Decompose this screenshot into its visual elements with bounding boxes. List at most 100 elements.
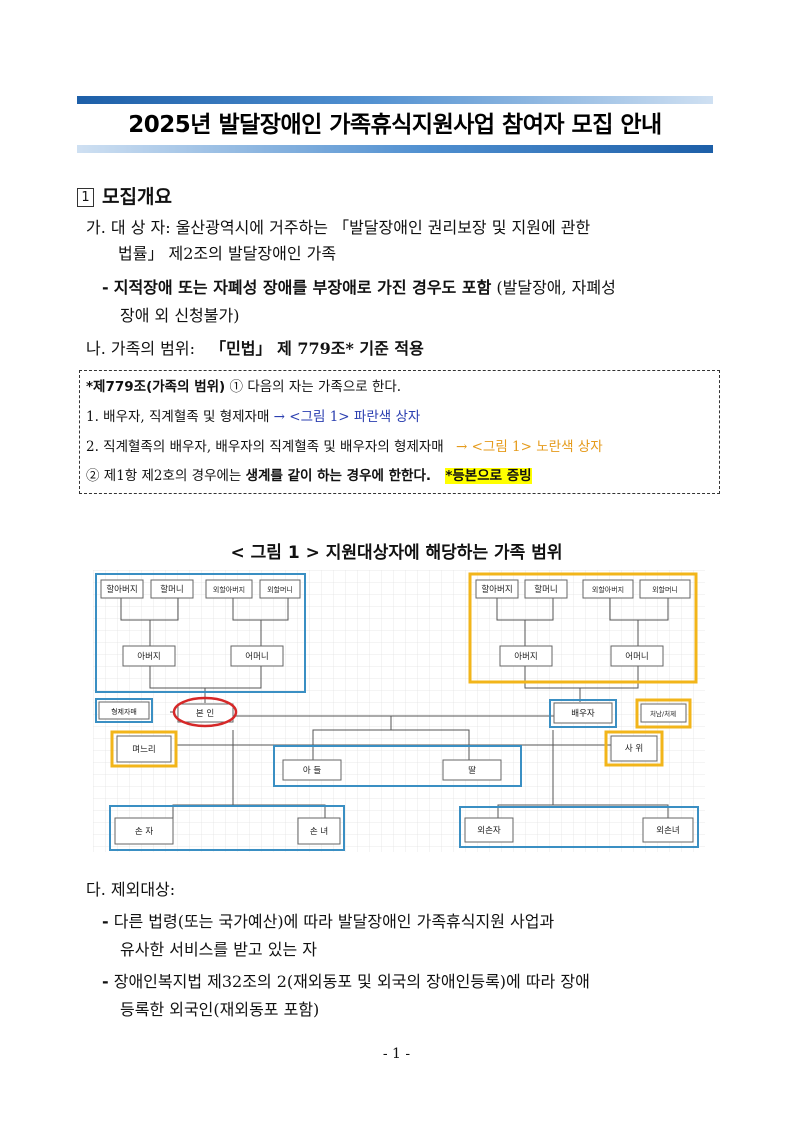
label-self: 본 인 — [196, 708, 214, 719]
label-daughter: 딸 — [468, 765, 476, 776]
item-ga-sub-line2: 장애 외 신청불가) — [120, 306, 240, 325]
yellow-group-spouse-parents — [468, 572, 698, 684]
family-tree-diagram: 할아버지 할머니 외할아버지 외할머니 아버지 어머니 할아버지 할머니 외할아… — [93, 570, 705, 852]
item-ga-sub-bold: 지적장애 또는 자폐성 장애를 부장애로 가진 경우도 포함 — [113, 278, 492, 297]
box-mat-grandfather — [205, 579, 253, 599]
box-son-in-law — [610, 735, 658, 762]
section-number: 1 — [77, 188, 94, 207]
yellow-groups — [110, 572, 698, 768]
member-labels: 할아버지 할머니 외할아버지 외할머니 아버지 어머니 할아버지 할머니 외할아… — [106, 584, 679, 837]
dash: - — [102, 278, 109, 297]
label-ext-grandson: 외손자 — [477, 825, 501, 836]
box-daughter-in-law — [116, 735, 172, 763]
blue-group-ext-grandchildren — [459, 806, 699, 848]
note-line4-highlight: *등본으로 증빙 — [445, 468, 532, 484]
note-line3-text: 2. 직계혈족의 배우자, 배우자의 직계혈족 및 배우자의 형제자매 — [86, 439, 449, 455]
box-spouse-mother — [610, 645, 664, 667]
note-line2-blue: → <그림 1> 파란색 상자 — [273, 409, 421, 425]
note-line1: *제779조(가족의 범위) ① 다음의 자는 가족으로 한다. — [86, 377, 401, 397]
label-daughter-in-law: 며느리 — [132, 744, 155, 755]
figure-title: < 그림 1 > 지원대상자에 해당하는 가족 범위 — [230, 543, 563, 563]
item-ga-line2: 법률」 제2조의 발달장애인 가족 — [118, 244, 337, 263]
item-na: 나. 가족의 범위: 「민법」 제 779조* 기준 적용 — [86, 337, 424, 361]
note-line2: 1. 배우자, 직계혈족 및 형제자매 → <그림 1> 파란색 상자 — [86, 407, 420, 427]
box-spouse-father — [499, 645, 553, 667]
page-title: 2025년 발달장애인 가족휴식지원사업 참여자 모집 안내 — [128, 112, 662, 138]
yellow-group-daughter-in-law — [110, 730, 178, 768]
box-ext-granddaughter — [642, 817, 694, 843]
box-spouse-grandmother — [524, 579, 568, 599]
label-son: 아 들 — [303, 765, 322, 776]
note-line4-bold: 생계를 같이 하는 경우에 한한다. — [245, 468, 432, 484]
item-ga-sub: - 지적장애 또는 자폐성 장애를 부장애로 가진 경우도 포함 (발달장애, … — [102, 276, 616, 300]
label-grandmother: 할머니 — [160, 584, 183, 595]
section-heading: 1 모집개요 — [77, 182, 172, 209]
yellow-group-sister-in-law — [635, 698, 692, 729]
section-label: 모집개요 — [102, 186, 172, 208]
item-ga-sub-normal: (발달장애, 자폐성 — [491, 278, 616, 297]
item-da-b1-line2: 유사한 서비스를 받고 있는 자 — [120, 940, 317, 959]
item-na-prefix: 나. 가족의 범위: — [86, 339, 195, 358]
box-spouse — [553, 702, 613, 724]
label-grandfather: 할아버지 — [106, 584, 137, 595]
civil-law-note-box — [79, 370, 720, 494]
box-self — [177, 703, 234, 723]
box-mat-grandmother — [259, 579, 301, 599]
box-grandmother — [150, 579, 194, 599]
label-sibling: 형제자매 — [111, 707, 137, 716]
title-top-bar — [77, 96, 713, 104]
self-highlight-circle — [172, 696, 238, 728]
note-line3-yellow: → <그림 1> 노란색 상자 — [456, 439, 603, 455]
item-ga-line1: 가. 대 상 자: 울산광역시에 거주하는 「발달장애인 권리보장 및 지원에 … — [86, 218, 591, 237]
box-grandson — [114, 817, 174, 845]
box-mother — [230, 645, 284, 667]
label-father: 아버지 — [137, 651, 160, 662]
title-bottom-bar — [77, 145, 713, 153]
blue-group-children — [273, 745, 522, 787]
item-da-b1-line1: 다른 법령(또는 국가예산)에 따라 발달장애인 가족휴식지원 사업과 — [113, 912, 555, 931]
note-article-title: *제779조(가족의 범위) — [86, 379, 226, 395]
note-line4-text: ② 제1항 제2호의 경우에는 — [86, 468, 246, 484]
box-spouse-mat-grandfather — [582, 579, 634, 599]
box-granddaughter — [297, 817, 341, 845]
label-grandson: 손 자 — [135, 827, 154, 837]
label-spouse-father: 아버지 — [514, 651, 537, 662]
blue-group-sibling — [95, 698, 153, 723]
item-da-b2-line1: 장애인복지법 제32조의 2(재외동포 및 외국의 장애인등록)에 따라 장애 — [113, 972, 590, 991]
member-boxes — [98, 579, 694, 845]
item-da-b2-line2: 등록한 외국인(재외동포 포함) — [120, 1000, 320, 1019]
label-mat-grandfather: 외할아버지 — [213, 585, 245, 594]
item-da-label: 다. 제외대상: — [86, 880, 176, 899]
box-daughter — [442, 759, 502, 781]
blue-group-spouse — [549, 699, 617, 728]
blue-groups — [95, 573, 699, 851]
label-spouse-mat-grandfather: 외할아버지 — [592, 585, 624, 594]
box-son — [282, 759, 342, 781]
item-da-bullet1: - 다른 법령(또는 국가예산)에 따라 발달장애인 가족휴식지원 사업과 — [102, 910, 554, 934]
dash: - — [102, 972, 109, 991]
label-spouse-mat-grandmother: 외할머니 — [652, 585, 678, 594]
box-sibling — [98, 701, 150, 720]
blue-group-grandchildren — [109, 805, 345, 851]
yellow-group-son-in-law — [604, 730, 664, 767]
label-spouse: 배우자 — [571, 709, 595, 719]
page-number: - 1 - — [382, 1046, 411, 1062]
label-mat-grandmother: 외할머니 — [267, 585, 293, 594]
note-line1-text: ① 다음의 자는 가족으로 한다. — [225, 379, 402, 395]
blue-group-paternal-grandparents — [95, 573, 306, 693]
note-line4: ② 제1항 제2호의 경우에는 생계를 같이 하는 경우에 한한다. *등본으로… — [86, 466, 532, 486]
label-spouse-grandmother: 할머니 — [534, 584, 557, 595]
box-grandfather — [100, 579, 144, 599]
note-line2-text: 1. 배우자, 직계혈족 및 형제자매 — [86, 409, 274, 425]
box-sister-in-law — [640, 703, 687, 723]
label-ext-granddaughter: 외손녀 — [656, 825, 679, 836]
label-spouse-mother: 어머니 — [625, 651, 648, 662]
box-father — [122, 645, 176, 667]
box-spouse-mat-grandmother — [639, 579, 691, 599]
label-son-in-law: 사 위 — [625, 744, 643, 754]
box-spouse-grandfather — [475, 579, 519, 599]
item-da-bullet2: - 장애인복지법 제32조의 2(재외동포 및 외국의 장애인등록)에 따라 장… — [102, 970, 590, 994]
label-spouse-grandfather: 할아버지 — [481, 584, 512, 595]
label-mother: 어머니 — [245, 651, 268, 662]
label-granddaughter: 손 녀 — [310, 827, 328, 837]
